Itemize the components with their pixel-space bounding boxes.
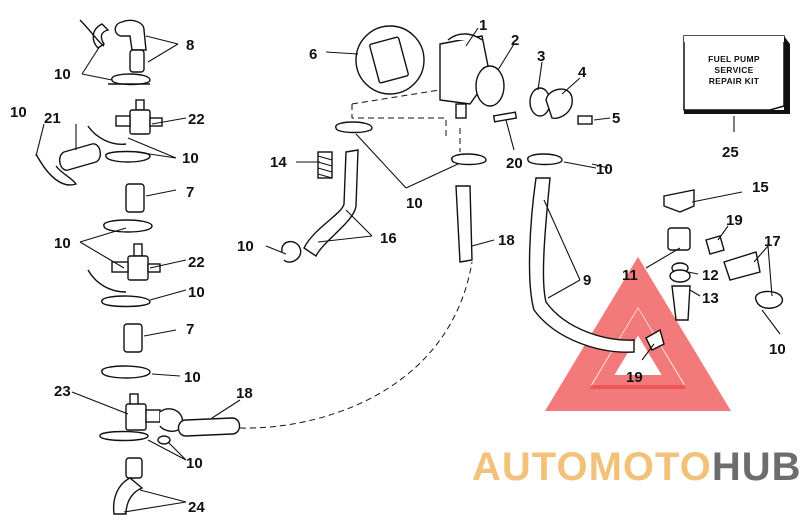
watermark-hub: HUB [712,445,800,489]
callout-10-lower-clip: 10 [188,284,205,301]
callout-20: 20 [506,155,523,172]
callout-12: 12 [702,267,719,284]
callout-10-upper-clip: 10 [182,150,199,167]
callout-numbers: 1 2 3 4 5 6 7 7 8 9 10 10 10 10 10 10 10… [10,17,786,516]
callout-18-lower: 18 [236,385,253,402]
callout-17: 17 [764,233,781,250]
callout-13: 13 [702,290,719,307]
callout-10-far-right: 10 [769,341,786,358]
callout-10-bottom-clip: 10 [184,369,201,386]
watermark: AUTOMOTOHUB [472,445,800,489]
hose-set [281,121,635,353]
callout-19-upper: 19 [726,212,743,229]
callout-5: 5 [612,110,620,127]
callout-2: 2 [511,32,519,49]
callout-9: 9 [583,272,591,289]
callout-15: 15 [752,179,769,196]
callout-3: 3 [537,48,545,65]
callout-7-upper: 7 [186,184,194,201]
spring [317,151,333,179]
callout-16: 16 [380,230,397,247]
left-fuel-line-assembly [35,19,241,515]
kit-label-line-2: SERVICE [714,65,753,75]
callout-21: 21 [44,110,61,127]
callout-14: 14 [270,154,287,171]
watermark-text: AUTOMOTOHUB [472,445,800,489]
dashed-routing-lines [239,87,473,429]
callout-10-mid: 10 [54,235,71,252]
watermark-moto: MOTO [589,445,712,489]
callout-19-lower: 19 [626,369,643,386]
callout-11: 11 [622,267,638,284]
callout-10-left: 10 [10,104,27,121]
callout-22-lower: 22 [188,254,205,271]
callout-10-hose-clip: 10 [237,238,254,255]
callout-4: 4 [578,64,587,81]
callout-22-upper: 22 [188,111,205,128]
callout-1: 1 [479,17,487,34]
callout-10-right: 10 [596,161,613,178]
kit-label-line-1: FUEL PUMP [708,54,760,64]
callout-8: 8 [186,37,194,54]
callout-25: 25 [722,144,739,161]
callout-18-upper: 18 [498,232,515,249]
callout-6: 6 [309,46,317,63]
repair-kit-box: FUEL PUMP SERVICE REPAIR KIT [683,35,790,114]
watermark-auto: AUTO [472,445,589,489]
filter-assembly [645,189,783,351]
leader-lines [35,27,781,513]
callout-10-base: 10 [186,455,203,472]
fuel-pump-assembly [355,25,593,125]
callout-23: 23 [54,383,71,400]
kit-label-line-3: REPAIR KIT [709,76,760,86]
callout-10-pump-clips: 10 [406,195,423,212]
callout-24: 24 [188,499,205,516]
callout-10-top: 10 [54,66,71,83]
callout-7-lower: 7 [186,321,194,338]
